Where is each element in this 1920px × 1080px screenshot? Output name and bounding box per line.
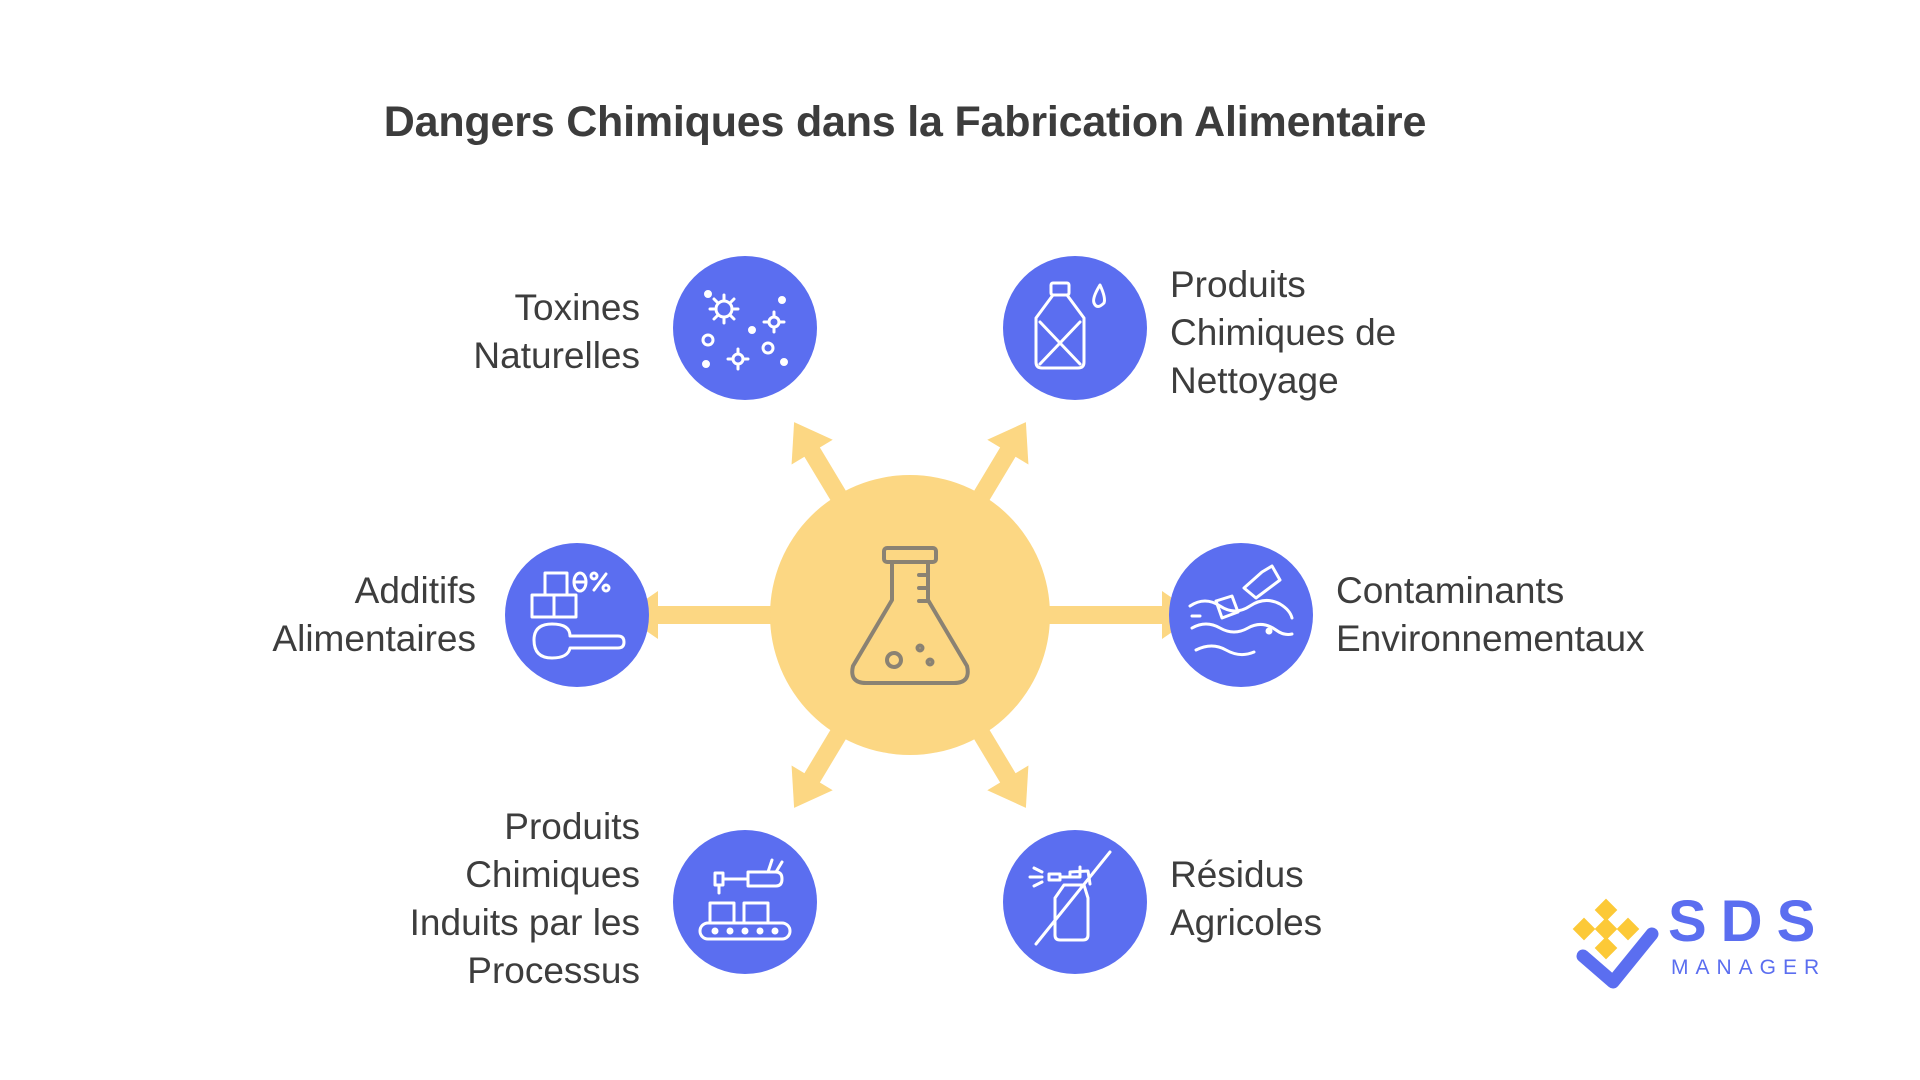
diagram-title: Dangers Chimiques dans la Fabrication Al… (383, 98, 1427, 146)
center-circle (770, 475, 1050, 755)
node-residus (1003, 830, 1147, 974)
label-additifs: Additifs Alimentaires (272, 570, 476, 659)
label-nettoyage: Produits Chimiques de Nettoyage (1170, 264, 1397, 401)
label-contaminants: Contaminants Environnementaux (1336, 570, 1645, 659)
label-toxines: Toxines Naturelles (473, 287, 640, 376)
conveyor-robot-icon (698, 858, 792, 941)
node-toxines (673, 256, 817, 400)
polluted-water-icon (1188, 564, 1294, 657)
node-processus (673, 830, 817, 974)
node-contaminants (1169, 543, 1313, 687)
logo-name: SDS (1668, 889, 1830, 954)
no-spray-icon (1028, 850, 1112, 946)
label-residus: Résidus Agricoles (1170, 854, 1323, 943)
node-nettoyage (1003, 256, 1147, 400)
flask-icon (850, 546, 970, 685)
food-additives-icon (530, 571, 626, 660)
sds-logo-mark (1572, 898, 1659, 989)
microbes-icon (701, 290, 788, 371)
cleaning-bottle-icon (1034, 281, 1106, 370)
label-processus: Produits Chimiques Induits par les Proce… (409, 806, 640, 991)
logo-subtitle: MANAGER (1671, 956, 1827, 979)
node-additifs (505, 543, 649, 687)
